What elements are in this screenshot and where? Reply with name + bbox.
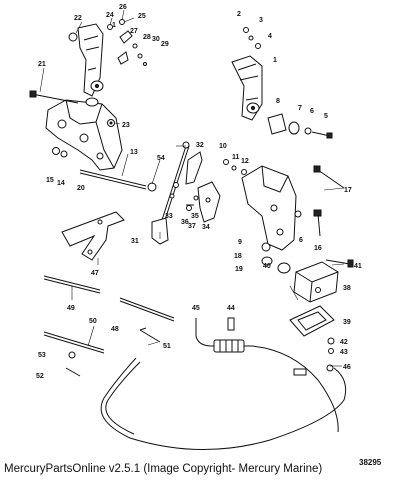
callout-54: 54 [157,155,165,162]
rod-13 [79,169,157,192]
callout-49: 49 [67,305,75,312]
callout-21: 21 [38,61,46,68]
callout-19: 19 [235,266,243,273]
callout-25: 25 [138,13,146,20]
callout-14: 14 [57,180,65,187]
callout-24: 24 [106,12,114,19]
spacer-40 [277,262,291,274]
shift-lever-31 [151,141,190,245]
nuts-14-15 [52,147,68,158]
callout-40: 40 [263,263,271,270]
callout-4: 4 [268,33,272,40]
callout-7: 7 [298,105,302,112]
callout-36: 36 [181,219,189,226]
cable-45 [195,318,339,433]
callout-29: 29 [161,41,169,48]
link-32 [185,151,203,185]
control-lever-right [231,55,263,121]
cable-46 [100,357,347,451]
callout-12: 12 [241,158,249,165]
callout-50: 50 [89,318,97,325]
callout-16: 16 [314,245,322,252]
washer-23 [107,119,115,127]
plate-39 [289,305,335,337]
control-lever-left [77,23,104,97]
callout-27: 27 [130,28,138,35]
bolt-16 [313,209,322,237]
copyright-footer: MercuryPartsOnline v2.5.1 (Image Copyrig… [4,463,323,475]
callout-48: 48 [111,326,119,333]
callout-44: 44 [227,305,235,312]
callout-41: 41 [354,263,362,270]
lever-right-parts [243,27,333,139]
mounting-bracket-left [45,97,123,171]
bolt-41 [325,259,354,268]
callout-52: 52 [36,373,44,380]
rod-48 [119,297,175,322]
mount-block-38 [293,261,339,303]
callout-37: 37 [188,223,196,230]
washer-nut-42-43 [327,337,335,354]
callout-45: 45 [192,305,200,312]
bolt-21 [29,90,79,104]
callout-47: 47 [91,270,99,277]
callout-labels: 22 24 26 25 1 27 28 30 29 21 23 13 54 15… [36,4,362,380]
strap-47 [61,211,125,261]
callout-33: 33 [165,213,173,220]
callout-34: 34 [202,224,210,231]
callout-1b: 1 [273,57,277,64]
callout-31: 31 [131,238,139,245]
cable-end-44 [227,317,235,331]
callout-6b: 6 [299,237,303,244]
callout-9: 9 [238,239,242,246]
callout-3: 3 [259,17,263,24]
callout-6: 6 [310,108,314,115]
parts-diagram: 22 24 26 25 1 27 28 30 29 21 23 13 54 15… [29,4,362,451]
callout-32: 32 [196,142,204,149]
callout-39: 39 [343,319,351,326]
rod-50 [43,331,105,354]
callout-42: 42 [340,339,348,346]
mounting-bracket-right [241,165,297,251]
leader-lines [39,9,345,367]
callout-23: 23 [122,122,130,129]
callout-35: 35 [191,213,199,220]
callout-2: 2 [237,11,241,18]
callout-26: 26 [119,4,127,11]
small-parts-33-37 [169,181,221,223]
callout-5: 5 [324,113,328,120]
fasteners-52-53 [65,351,81,377]
callout-10: 10 [219,143,227,150]
callout-30: 30 [152,36,160,43]
callout-46: 46 [343,364,351,371]
callout-11: 11 [232,154,240,161]
callout-1: 1 [112,22,116,29]
callout-43: 43 [340,349,348,356]
callout-51: 51 [163,343,171,350]
callout-20: 20 [77,185,85,192]
callout-15: 15 [46,177,54,184]
bolt-17 [313,165,345,189]
callout-17: 17 [344,187,352,194]
callout-18: 18 [234,253,242,260]
figure-number: 38295 [359,458,382,467]
callout-13: 13 [130,149,138,156]
callout-28: 28 [143,34,151,41]
callout-8: 8 [276,98,280,105]
callout-38: 38 [343,285,351,292]
callout-22: 22 [74,15,82,22]
pin-51 [139,327,161,343]
washers-6-18 [261,210,302,252]
small-parts-10-12 [223,159,247,175]
bushing-19 [261,256,273,266]
callout-53: 53 [38,352,46,359]
